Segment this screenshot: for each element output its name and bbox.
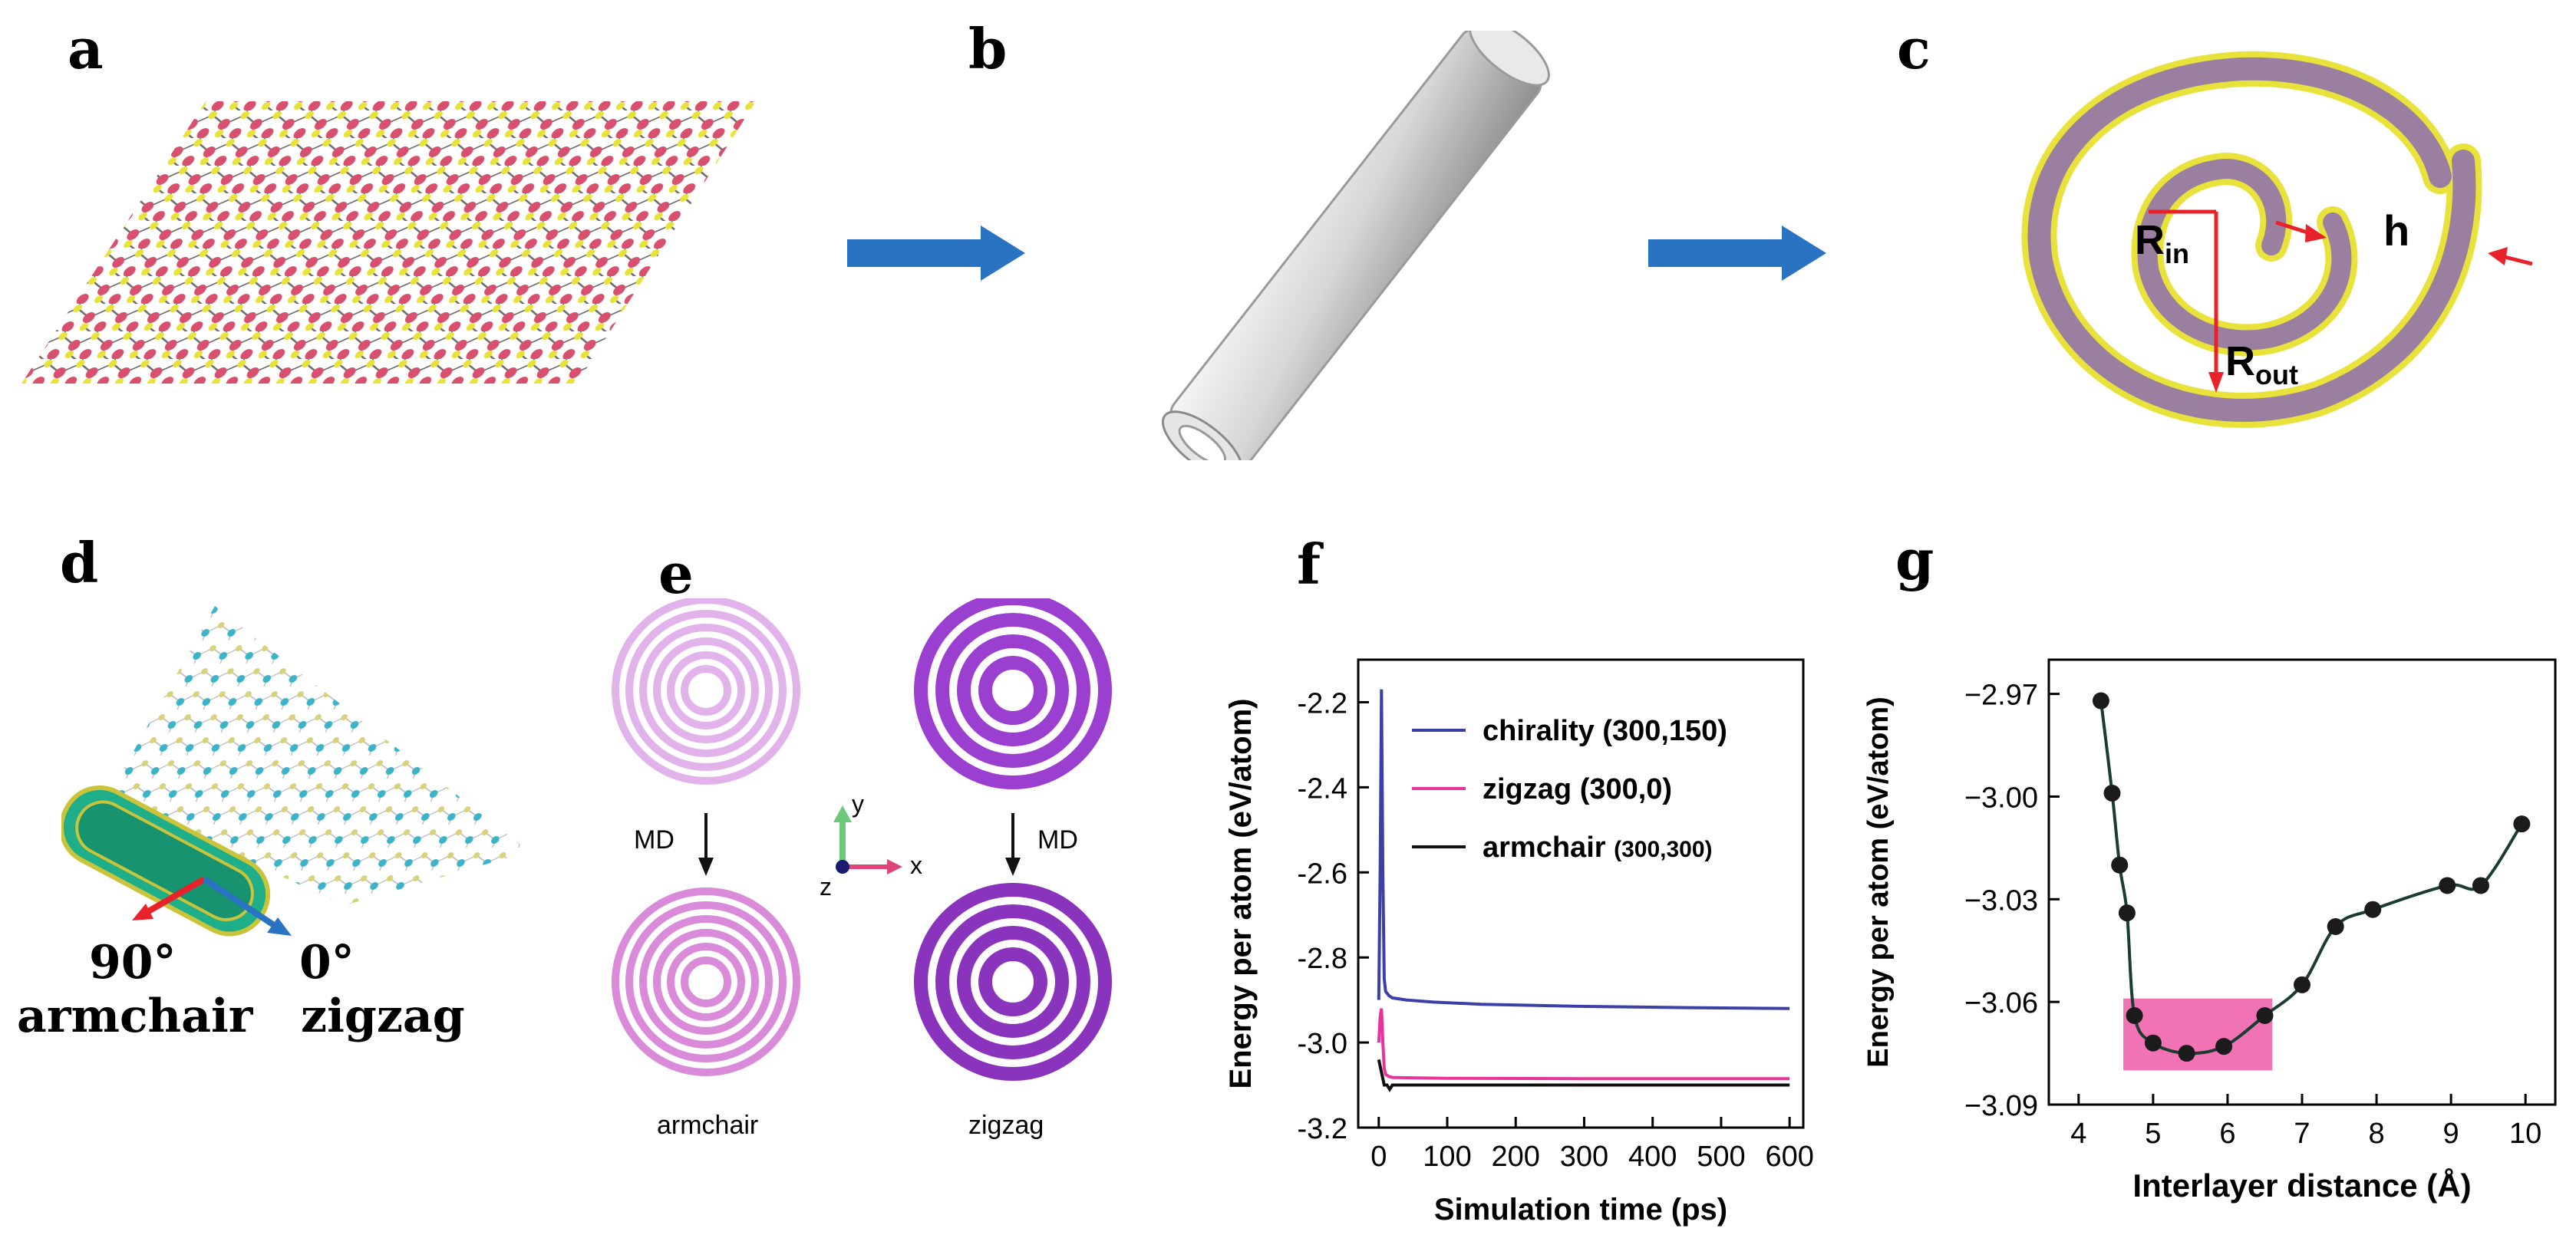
- chart-g-x-label: Interlayer distance (Å): [2132, 1167, 2471, 1204]
- data-point: [2256, 1007, 2274, 1024]
- data-point: [2126, 1007, 2143, 1024]
- legend-label-chirality: chirality (300,150): [1483, 715, 1727, 747]
- panel-label-g: g: [1895, 527, 1934, 592]
- caption-zigzag: zigzag: [968, 1111, 1044, 1140]
- armchair-direction-label: armchair: [17, 990, 253, 1043]
- x-tick-label: 500: [1697, 1141, 1745, 1173]
- energy-time-chart: -3.2 -3.0 -2.8 -2.6 -2.4 -2.2 0 100 200 300 400 50…: [1224, 658, 1814, 1227]
- h-label: h: [2383, 206, 2410, 255]
- series-line-zigzag: [1377, 1008, 1790, 1081]
- chart-f-y-label: Energy per atom (eV/atom): [1224, 698, 1258, 1088]
- x-tick-label: 8: [2368, 1118, 2384, 1150]
- data-point: [2092, 692, 2109, 710]
- panel-label-b: b: [968, 16, 1008, 81]
- series-line-armchair: [1377, 1059, 1790, 1092]
- series-line-chirality: [1377, 689, 1790, 1010]
- md-label-right: MD: [1037, 825, 1078, 855]
- chart-g-y-label: Energy per atom (eV/atom): [1862, 697, 1895, 1068]
- md-label-left: MD: [634, 825, 675, 855]
- data-point: [2118, 904, 2136, 922]
- x-tick-label: 9: [2443, 1118, 2459, 1150]
- r-in-label: Rin: [2135, 217, 2189, 269]
- legend-label-zigzag: zigzag (300,0): [1483, 773, 1672, 805]
- chart-g-points: [2092, 692, 2531, 1062]
- panel-label-e: e: [658, 541, 694, 606]
- panel-label-a: a: [68, 16, 104, 81]
- chart-f-y-axis: -3.2 -3.0 -2.8 -2.6 -2.4 -2.2: [1298, 687, 1369, 1145]
- y-tick-label: -2.4: [1298, 772, 1347, 805]
- axis-z-label: z: [820, 873, 832, 901]
- y-tick-label: -3.2: [1298, 1113, 1347, 1145]
- x-tick-label: 4: [2070, 1118, 2086, 1150]
- data-point: [2472, 877, 2489, 894]
- y-tick-label: −3.09: [1964, 1090, 2038, 1122]
- data-point: [2215, 1038, 2233, 1055]
- angle-armchair-label: 90°: [89, 936, 176, 990]
- chart-f-x-axis: 0 100 200 300 400 500 600: [1370, 1117, 1814, 1173]
- scroll-spiral-cross-section: [2021, 51, 2533, 428]
- chart-f-series: [1377, 689, 1790, 1092]
- x-tick-label: 300: [1560, 1141, 1608, 1173]
- data-point: [2439, 877, 2456, 894]
- angle-zigzag-label: 0°: [299, 936, 355, 990]
- energy-distance-chart: −3.09 −3.06 −3.03 −3.00 −2.97 4 5 6 7 8 9 10 Inter…: [1862, 658, 2557, 1204]
- chart-g-y-axis: −3.09 −3.06 −3.03 −3.00 −2.97: [1964, 680, 2060, 1122]
- x-tick-label: 100: [1423, 1141, 1471, 1173]
- y-tick-label: −3.03: [1964, 884, 2038, 917]
- rolled-scroll-illustration: [1161, 31, 1550, 460]
- y-tick-label: -2.8: [1298, 943, 1347, 975]
- chart-f-frame: [1357, 658, 1805, 1129]
- x-tick-label: 6: [2219, 1118, 2235, 1150]
- axis-y-label: y: [852, 790, 864, 818]
- rolling-sheet-illustration: [61, 606, 529, 937]
- panel-label-d: d: [60, 530, 99, 595]
- chart-g-highlight: [2123, 998, 2273, 1071]
- y-tick-label: -2.2: [1298, 687, 1347, 720]
- x-tick-label: 400: [1628, 1141, 1677, 1173]
- y-tick-label: −2.97: [1964, 680, 2038, 712]
- minimum-highlight-box: [2123, 998, 2273, 1071]
- x-tick-label: 5: [2145, 1118, 2161, 1150]
- chart-g-x-axis: 4 5 6 7 8 9 10: [2070, 1094, 2541, 1150]
- x-tick-label: 200: [1492, 1141, 1540, 1173]
- panel-label-c: c: [1897, 16, 1931, 81]
- data-point: [2178, 1045, 2195, 1062]
- data-point: [2364, 901, 2382, 918]
- x-tick-label: 600: [1765, 1141, 1813, 1173]
- data-point: [2103, 785, 2121, 802]
- data-point: [2294, 976, 2310, 993]
- md-spirals-illustration: [612, 598, 1112, 1081]
- panel-label-f: f: [1297, 532, 1321, 597]
- y-tick-label: -2.6: [1298, 858, 1347, 890]
- y-tick-label: −3.06: [1964, 987, 2038, 1019]
- caption-armchair: armchair: [657, 1111, 759, 1140]
- process-arrow-1: [847, 226, 1025, 281]
- axis-x-label: x: [910, 851, 922, 879]
- zigzag-direction-label: zigzag: [301, 990, 465, 1043]
- data-point: [2513, 815, 2531, 833]
- process-arrow-2: [1648, 226, 1826, 281]
- x-tick-label: 7: [2294, 1118, 2310, 1150]
- chart-f-legend: chirality (300,150) zigzag (300,0) armchai…: [1412, 715, 1727, 864]
- monolayer-lattice-illustration: [21, 101, 756, 384]
- r-out-label: Rout: [2225, 338, 2298, 390]
- y-tick-label: −3.00: [1964, 782, 2038, 814]
- data-point: [2327, 918, 2344, 935]
- data-point: [2111, 856, 2129, 874]
- x-tick-label: 10: [2509, 1118, 2541, 1150]
- y-tick-label: -3.0: [1298, 1028, 1347, 1060]
- x-tick-label: 0: [1370, 1141, 1387, 1173]
- data-point: [2144, 1034, 2162, 1052]
- chart-f-x-label: Simulation time (ps): [1434, 1193, 1727, 1227]
- legend-label-armchair: armchair (300,300): [1483, 832, 1713, 864]
